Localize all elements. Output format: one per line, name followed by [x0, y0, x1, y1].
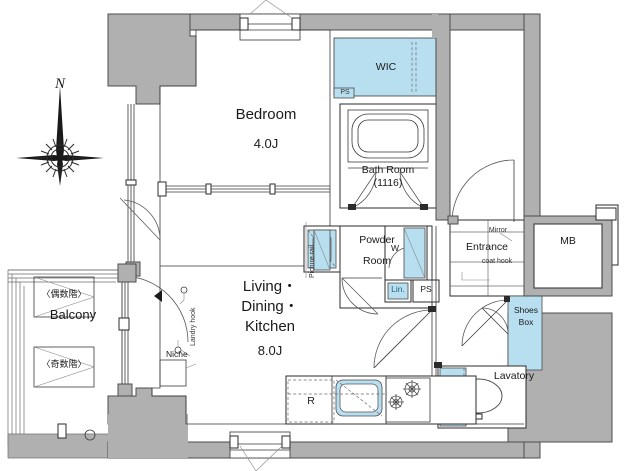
- ldk-label-line1: Living・: [242, 278, 298, 295]
- balcony-odd-floor-label: 〈奇数階〉: [41, 359, 87, 369]
- bedroom-size-label: 4.0J: [253, 136, 279, 151]
- balcony-sliding-door: [117, 263, 189, 397]
- ldk-size-label: 8.0J: [257, 343, 283, 358]
- window-bottom: [229, 431, 291, 471]
- bath-room-size-label: (1116): [373, 177, 403, 189]
- ldk-outline: [151, 266, 524, 425]
- north-label: N: [54, 76, 65, 92]
- ps-label-lower: PS: [420, 284, 432, 294]
- wic-label: WIC: [375, 61, 397, 73]
- ps-label-upper: PS: [340, 89, 350, 96]
- shoes-box-label-line1: Shoes: [513, 305, 539, 315]
- direction-arrow: [154, 290, 162, 302]
- niche-element: [159, 359, 197, 387]
- niche-label: Niche: [166, 349, 188, 359]
- refrigerator-label: R: [307, 395, 315, 407]
- lavatory-label: Lavatory: [493, 370, 535, 382]
- picture-rail-label: Picture rail: [309, 244, 316, 278]
- hall-lines: [373, 226, 437, 376]
- bath-room-label: Bath Room: [361, 164, 415, 176]
- bedroom-label: Bedroom: [235, 106, 297, 123]
- shoes-box-label-line2: Box: [518, 317, 534, 327]
- entrance-area: [447, 159, 543, 371]
- kitchen-counter: [285, 375, 477, 425]
- mb-area: [523, 207, 617, 297]
- powder-room-label-line2: Room: [362, 255, 391, 267]
- bath-room-area: [339, 103, 437, 210]
- picture-rail-element: [305, 222, 331, 278]
- balcony-structure: [7, 269, 123, 459]
- linen-label: Lin.: [391, 284, 405, 294]
- washer-label: W: [390, 243, 400, 253]
- coat-hook-label: coat hook: [481, 258, 513, 265]
- balcony-hatch-odd: [33, 346, 95, 388]
- landry-hook-marks: [174, 286, 191, 357]
- wic-area: [333, 37, 439, 99]
- balcony-label: Balcony: [49, 307, 97, 322]
- powder-room-label-line1: Powder: [359, 234, 395, 246]
- sliding-partition: [157, 181, 330, 197]
- window-top: [239, 0, 301, 41]
- wall-vertical-center: [435, 13, 451, 221]
- mb-label: MB: [560, 235, 576, 247]
- mirror-label: Mirror: [488, 227, 508, 234]
- ldk-label-line3: Kitchen: [244, 318, 296, 335]
- landry-hook-label: Landry hook: [190, 307, 197, 346]
- balcony-even-floor-label: 〈偶数階〉: [41, 289, 87, 299]
- compass-rose: [16, 86, 104, 186]
- entrance-label: Entrance: [465, 241, 509, 253]
- ldk-label-line2: Dining・: [241, 298, 299, 315]
- balcony-hatch-even: [33, 276, 95, 318]
